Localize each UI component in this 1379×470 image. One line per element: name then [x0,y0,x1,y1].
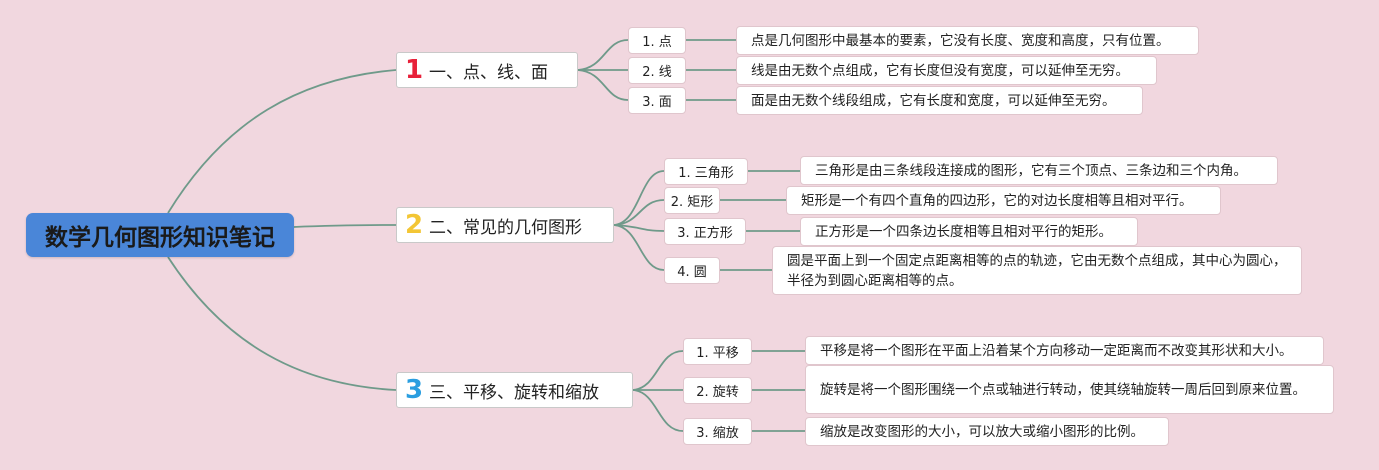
subtopic-label: 2. 旋转 [696,385,739,400]
note-plane[interactable]: 面是由无数个线段组成，它有长度和宽度，可以延伸至无穷。 [736,86,1143,115]
note-text: 三角形是由三条线段连接成的图形，它有三个顶点、三条边和三个内角。 [815,162,1247,179]
note-rotation[interactable]: 旋转是将一个图形围绕一个点或轴进行转动，使其绕轴旋转一周后回到原来位置。 [805,365,1334,414]
subtopic-label: 4. 圆 [677,265,707,280]
number-badge: 2 [405,210,424,240]
subtopic-rotation[interactable]: 2. 旋转 [683,377,752,404]
subtopic-label: 1. 平移 [696,346,739,361]
note-translation[interactable]: 平移是将一个图形在平面上沿着某个方向移动一定距离而不改变其形状和大小。 [805,336,1324,365]
subtopic-label: 3. 缩放 [696,426,739,441]
subtopic-label: 3. 面 [642,95,672,110]
subtopic-point[interactable]: 1. 点 [628,27,686,54]
subtopic-label: 2. 矩形 [670,195,714,210]
note-text: 圆是平面上到一个固定点距离相等的点的轨迹，它由无数个点组成，其中心为圆心，半径为… [787,252,1287,289]
note-text: 正方形是一个四条边长度相等且相对平行的矩形。 [815,223,1112,240]
note-circle[interactable]: 圆是平面上到一个固定点距离相等的点的轨迹，它由无数个点组成，其中心为圆心，半径为… [772,246,1302,295]
branch-title: 三、平移、旋转和缩放 [429,382,599,403]
subtopic-triangle[interactable]: 1. 三角形 [664,158,748,185]
note-triangle[interactable]: 三角形是由三条线段连接成的图形，它有三个顶点、三条边和三个内角。 [800,156,1278,185]
branch-title: 一、点、线、面 [429,62,548,83]
note-point[interactable]: 点是几何图形中最基本的要素，它没有长度、宽度和高度，只有位置。 [736,26,1199,55]
root-title: 数学几何图形知识笔记 [45,225,275,251]
note-text: 点是几何图形中最基本的要素，它没有长度、宽度和高度，只有位置。 [751,32,1170,49]
branch-transformations[interactable]: 3 三、平移、旋转和缩放 [396,372,633,408]
subtopic-line[interactable]: 2. 线 [628,57,686,84]
note-scaling[interactable]: 缩放是改变图形的大小，可以放大或缩小图形的比例。 [805,417,1169,446]
subtopic-rectangle[interactable]: 2. 矩形 [664,187,720,214]
subtopic-circle[interactable]: 4. 圆 [664,257,720,284]
subtopic-square[interactable]: 3. 正方形 [664,218,746,245]
branch-points-lines-planes[interactable]: 1 一、点、线、面 [396,52,578,88]
subtopic-label: 1. 三角形 [678,166,734,181]
subtopic-translation[interactable]: 1. 平移 [683,338,752,365]
branch-title: 二、常见的几何图形 [429,217,582,238]
branch-common-shapes[interactable]: 2 二、常见的几何图形 [396,207,614,243]
note-text: 平移是将一个图形在平面上沿着某个方向移动一定距离而不改变其形状和大小。 [820,342,1293,359]
subtopic-scaling[interactable]: 3. 缩放 [683,418,752,445]
note-text: 旋转是将一个图形围绕一个点或轴进行转动，使其绕轴旋转一周后回到原来位置。 [820,381,1306,398]
subtopic-label: 3. 正方形 [677,226,733,241]
note-text: 缩放是改变图形的大小，可以放大或缩小图形的比例。 [820,423,1144,440]
number-badge: 3 [405,375,424,405]
note-text: 线是由无数个点组成，它有长度但没有宽度，可以延伸至无穷。 [751,62,1129,79]
number-badge: 1 [405,55,424,85]
note-text: 面是由无数个线段组成，它有长度和宽度，可以延伸至无穷。 [751,92,1116,109]
note-rectangle[interactable]: 矩形是一个有四个直角的四边形，它的对边长度相等且相对平行。 [786,186,1221,215]
subtopic-label: 2. 线 [642,65,672,80]
note-square[interactable]: 正方形是一个四条边长度相等且相对平行的矩形。 [800,217,1138,246]
root-topic[interactable]: 数学几何图形知识笔记 [26,213,294,257]
subtopic-plane[interactable]: 3. 面 [628,87,686,114]
note-text: 矩形是一个有四个直角的四边形，它的对边长度相等且相对平行。 [801,192,1193,209]
subtopic-label: 1. 点 [642,35,672,50]
note-line[interactable]: 线是由无数个点组成，它有长度但没有宽度，可以延伸至无穷。 [736,56,1157,85]
